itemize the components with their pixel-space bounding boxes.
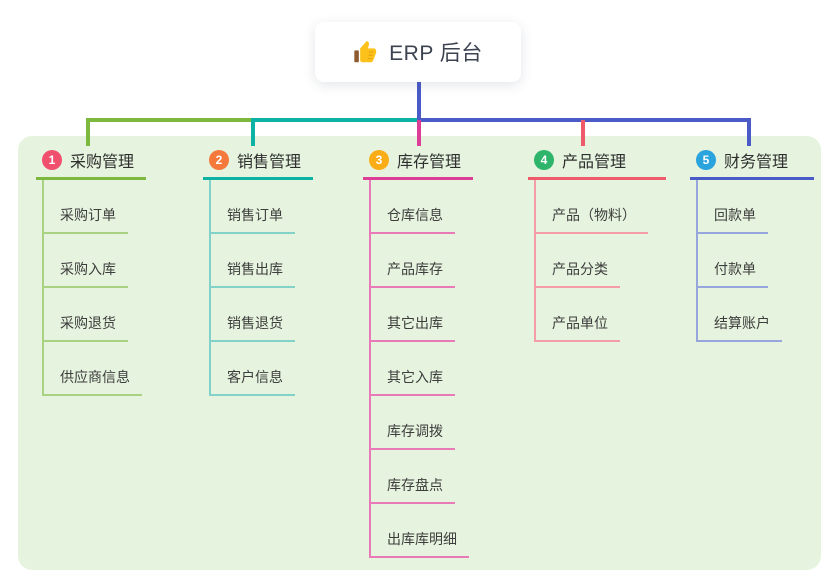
root-topic-erp[interactable]: ERP 后台 <box>315 22 521 82</box>
branch-topic-purchase[interactable]: 1 采购管理 <box>36 146 147 180</box>
child-label: 仓库信息 <box>387 207 443 223</box>
thumbs-up-icon <box>353 39 379 65</box>
child-label: 销售退货 <box>227 315 283 331</box>
branch-label: 产品管理 <box>562 153 627 171</box>
child-label: 销售出库 <box>227 261 283 277</box>
root-connector-line <box>417 82 421 120</box>
branch-topic-inventory[interactable]: 3 库存管理 <box>363 146 474 180</box>
child-label: 采购入库 <box>60 261 116 277</box>
child-topic[interactable]: 库存调拨 <box>369 396 455 450</box>
connector-line <box>696 180 698 342</box>
drop-line-purchase <box>86 118 90 146</box>
child-topic[interactable]: 产品库存 <box>369 234 455 288</box>
child-topic[interactable]: 销售出库 <box>209 234 295 288</box>
branch-children-finance: 回款单 付款单 结算账户 <box>690 180 782 342</box>
branch-5-finance: 5 财务管理 回款单 付款单 结算账户 <box>690 146 814 342</box>
branch-topic-sales[interactable]: 2 销售管理 <box>203 146 314 180</box>
child-label: 产品库存 <box>387 261 443 277</box>
child-topic[interactable]: 库存盘点 <box>369 450 455 504</box>
child-topic[interactable]: 产品单位 <box>534 288 620 342</box>
mindmap-background-panel <box>18 136 821 570</box>
branch-children-sales: 销售订单 销售出库 销售退货 客户信息 <box>203 180 295 396</box>
child-topic[interactable]: 其它入库 <box>369 342 455 396</box>
branch-children-purchase: 采购订单 采购入库 采购退货 供应商信息 <box>36 180 142 396</box>
child-label: 采购退货 <box>60 315 116 331</box>
child-topic[interactable]: 销售退货 <box>209 288 295 342</box>
branch-3-inventory: 3 库存管理 仓库信息 产品库存 其它出库 其它入库 库存调拨 库存盘点 出库库… <box>363 146 474 558</box>
drop-line-inventory <box>417 120 421 146</box>
branch-topic-product[interactable]: 4 产品管理 <box>528 146 666 180</box>
branch-children-product: 产品（物料） 产品分类 产品单位 <box>528 180 648 342</box>
branch-1-purchase: 1 采购管理 采购订单 采购入库 采购退货 供应商信息 <box>36 146 147 396</box>
child-topic[interactable]: 销售订单 <box>209 180 295 234</box>
root-title: ERP 后台 <box>389 42 483 65</box>
drop-line-sales <box>251 118 255 146</box>
child-label: 销售订单 <box>227 207 283 223</box>
child-label: 回款单 <box>714 207 756 223</box>
child-label: 其它入库 <box>387 369 443 385</box>
child-label: 供应商信息 <box>60 369 130 385</box>
child-topic[interactable]: 其它出库 <box>369 288 455 342</box>
child-label: 出库库明细 <box>387 531 457 547</box>
drop-line-finance <box>747 118 751 146</box>
child-topic[interactable]: 采购退货 <box>42 288 128 342</box>
child-topic[interactable]: 采购订单 <box>42 180 128 234</box>
child-label: 采购订单 <box>60 207 116 223</box>
connector-line <box>534 180 536 342</box>
child-topic[interactable]: 产品（物料） <box>534 180 648 234</box>
branch-number-badge: 1 <box>42 149 62 170</box>
branch-2-sales: 2 销售管理 销售订单 销售出库 销售退货 客户信息 <box>203 146 314 396</box>
connector-line <box>369 180 371 558</box>
branch-number-badge: 3 <box>369 149 389 170</box>
child-label: 库存调拨 <box>387 423 443 439</box>
branch-topic-finance[interactable]: 5 财务管理 <box>690 146 814 180</box>
child-label: 结算账户 <box>714 315 770 331</box>
child-topic[interactable]: 采购入库 <box>42 234 128 288</box>
bus-segment-sales <box>251 118 421 122</box>
branch-number-badge: 2 <box>209 149 229 170</box>
connector-line <box>42 180 44 396</box>
branch-4-product: 4 产品管理 产品（物料） 产品分类 产品单位 <box>528 146 666 342</box>
branch-label: 销售管理 <box>237 153 302 171</box>
bus-segment-purchase <box>86 118 253 122</box>
child-topic[interactable]: 供应商信息 <box>42 342 142 396</box>
branch-number-badge: 4 <box>534 149 554 170</box>
child-topic[interactable]: 付款单 <box>696 234 768 288</box>
child-label: 产品（物料） <box>552 207 636 223</box>
child-topic[interactable]: 结算账户 <box>696 288 782 342</box>
child-label: 产品分类 <box>552 261 608 277</box>
child-label: 库存盘点 <box>387 477 443 493</box>
branch-label: 库存管理 <box>397 153 462 171</box>
drop-line-product <box>581 120 585 146</box>
connector-line <box>209 180 211 396</box>
child-label: 产品单位 <box>552 315 608 331</box>
child-topic[interactable]: 产品分类 <box>534 234 620 288</box>
child-topic[interactable]: 客户信息 <box>209 342 295 396</box>
branch-label: 财务管理 <box>724 153 789 171</box>
child-label: 付款单 <box>714 261 756 277</box>
child-topic[interactable]: 回款单 <box>696 180 768 234</box>
child-label: 其它出库 <box>387 315 443 331</box>
child-topic[interactable]: 仓库信息 <box>369 180 455 234</box>
child-label: 客户信息 <box>227 369 283 385</box>
child-topic[interactable]: 出库库明细 <box>369 504 469 558</box>
branch-children-inventory: 仓库信息 产品库存 其它出库 其它入库 库存调拨 库存盘点 出库库明细 <box>363 180 469 558</box>
branch-number-badge: 5 <box>696 149 716 170</box>
branch-label: 采购管理 <box>70 153 135 171</box>
